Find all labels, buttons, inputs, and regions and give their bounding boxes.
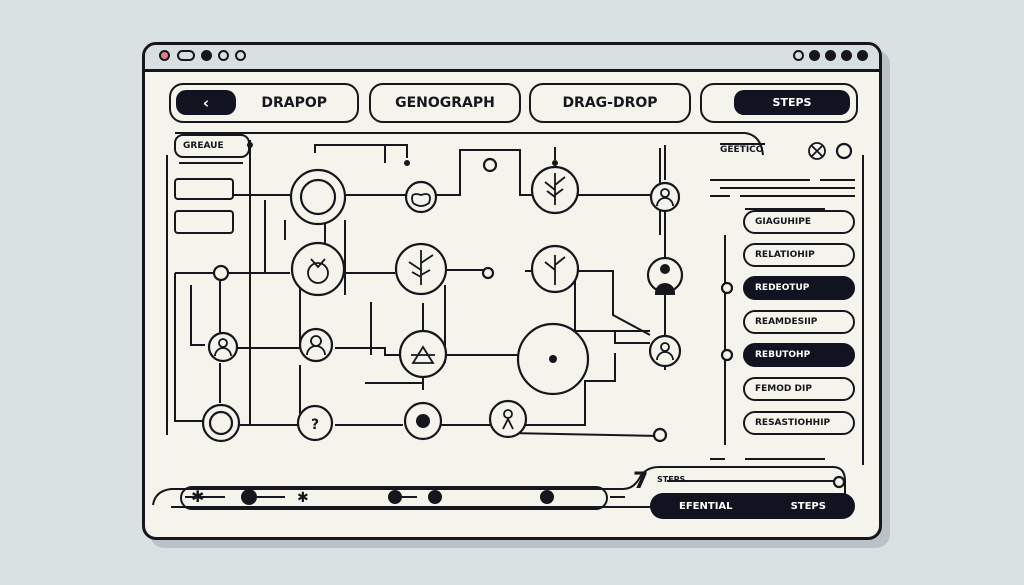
relationship-item[interactable]: RELATIOHIP [743,243,855,267]
item-label: REDEOTUP [755,283,810,293]
relationship-item[interactable]: GIAGUHIPE [743,210,855,234]
tab-drag-drop[interactable]: DRAG-DROP [529,83,691,123]
svg-text:?: ? [311,417,319,433]
item-label: GIAGUHIPE [755,217,812,227]
right-panel-title: GEETICO [720,145,764,155]
steps-label: STEPS [657,475,686,484]
button-left-label: EFENTIAL [679,500,733,512]
relationship-item[interactable]: REAMDESIIP [743,310,855,334]
button-right-label: STEPS [790,500,826,512]
svg-text:✱: ✱ [191,487,204,506]
window-dot [235,50,246,61]
item-label: RESASTIOHHIP [755,418,831,428]
chevron-left-icon[interactable]: ‹ [176,90,236,115]
window-dot [841,50,852,61]
genogram-diagram: ? ✱ ✱ [152,132,864,510]
step-count: 7 [633,469,649,494]
relationship-item[interactable]: FEMOD DIP [743,377,855,401]
window-dot [201,50,212,61]
window-dot [793,50,804,61]
tab-drapop[interactable]: ‹ DRAPOP [169,83,359,123]
item-label: REAMDESIIP [755,317,818,327]
window-dot [857,50,868,61]
window-dot [218,50,229,61]
tab-label: GENOGRAPH [395,95,495,111]
left-panel-title: GREAUE [183,141,224,151]
item-label: REBUTOHP [755,350,811,360]
window-dot [809,50,820,61]
steps-pill[interactable]: STEPS [734,90,850,115]
relationship-item-active[interactable]: REBUTOHP [743,343,855,367]
tab-label: DRAPOP [261,95,327,111]
svg-text:✱: ✱ [297,490,309,506]
footer-action-button[interactable]: EFENTIAL STEPS [650,493,855,519]
title-bar [145,45,879,72]
relationship-item-active[interactable]: REDEOTUP [743,276,855,300]
tab-genograph[interactable]: GENOGRAPH [369,83,521,123]
item-label: FEMOD DIP [755,384,812,394]
close-button[interactable] [159,50,170,61]
item-label: RELATIOHIP [755,250,815,260]
window-dot [825,50,836,61]
tab-label: DRAG-DROP [562,95,658,111]
tab-steps[interactable]: STEPS [700,83,858,123]
minimize-button[interactable] [177,50,195,61]
app-window: ‹ DRAPOP GENOGRAPH DRAG-DROP STEPS [142,42,882,540]
relationship-item[interactable]: RESASTIOHHIP [743,411,855,435]
